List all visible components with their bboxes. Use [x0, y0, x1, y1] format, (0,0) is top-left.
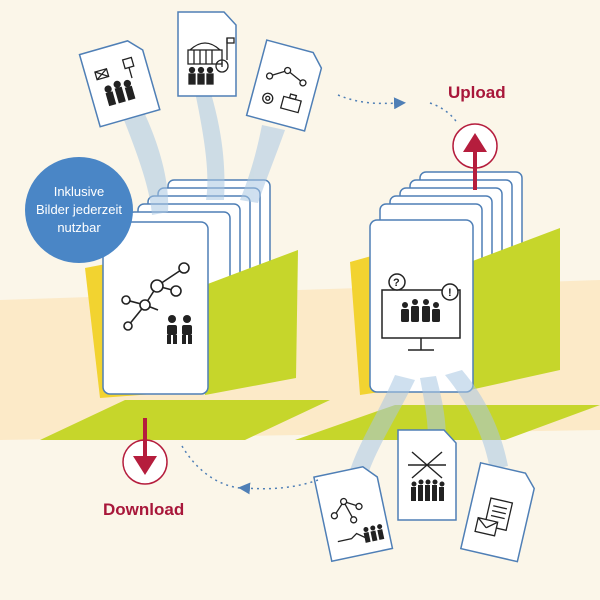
upload-arrow-icon [452, 123, 498, 190]
meeting-placard-icon [94, 56, 136, 107]
network-handshake-icon [330, 497, 385, 543]
download-label: Download [103, 500, 185, 519]
protest-group-icon [408, 451, 446, 501]
doc-meeting-placard [78, 40, 161, 128]
network-gear-icon [262, 66, 307, 114]
dotted-connector-bottom [181, 445, 241, 489]
left-folder-base [40, 400, 330, 440]
left-front-card [102, 221, 209, 395]
right-front-card [369, 219, 474, 393]
download-arrow-icon [122, 418, 168, 485]
people-pair-icon [167, 315, 192, 344]
dotted-connector-top [337, 94, 406, 110]
documents-envelope-icon [474, 497, 514, 537]
badge-line-3: nutzbar [57, 220, 101, 235]
left-inflow [120, 90, 285, 215]
right-outflow [350, 370, 508, 474]
dotted-connector-top-right [429, 102, 459, 125]
dotted-connector-bottom-right [238, 479, 319, 495]
badge-line-1: Inklusive [53, 184, 105, 199]
right-folder: ? ! [295, 171, 600, 440]
info-badge: Inklusive Bilder jederzeit nutzbar [25, 157, 133, 263]
parliament-building-icon [187, 37, 235, 85]
svg-text:!: ! [448, 287, 452, 299]
upload-label: Upload [448, 83, 506, 102]
doc-network-gear [245, 39, 323, 132]
doc-network-handshake [313, 465, 394, 563]
svg-text:?: ? [393, 277, 400, 289]
right-folder-front [470, 228, 560, 390]
network-people-icon [121, 262, 190, 331]
badge-line-2: Bilder jederzeit [36, 202, 122, 217]
doc-parliament [177, 11, 237, 97]
presentation-screen-icon: ? ! [381, 273, 461, 351]
left-folder [40, 179, 330, 440]
left-folder-front [205, 250, 298, 395]
doc-documents-envelope [459, 461, 536, 563]
doc-protest-group [397, 429, 457, 521]
